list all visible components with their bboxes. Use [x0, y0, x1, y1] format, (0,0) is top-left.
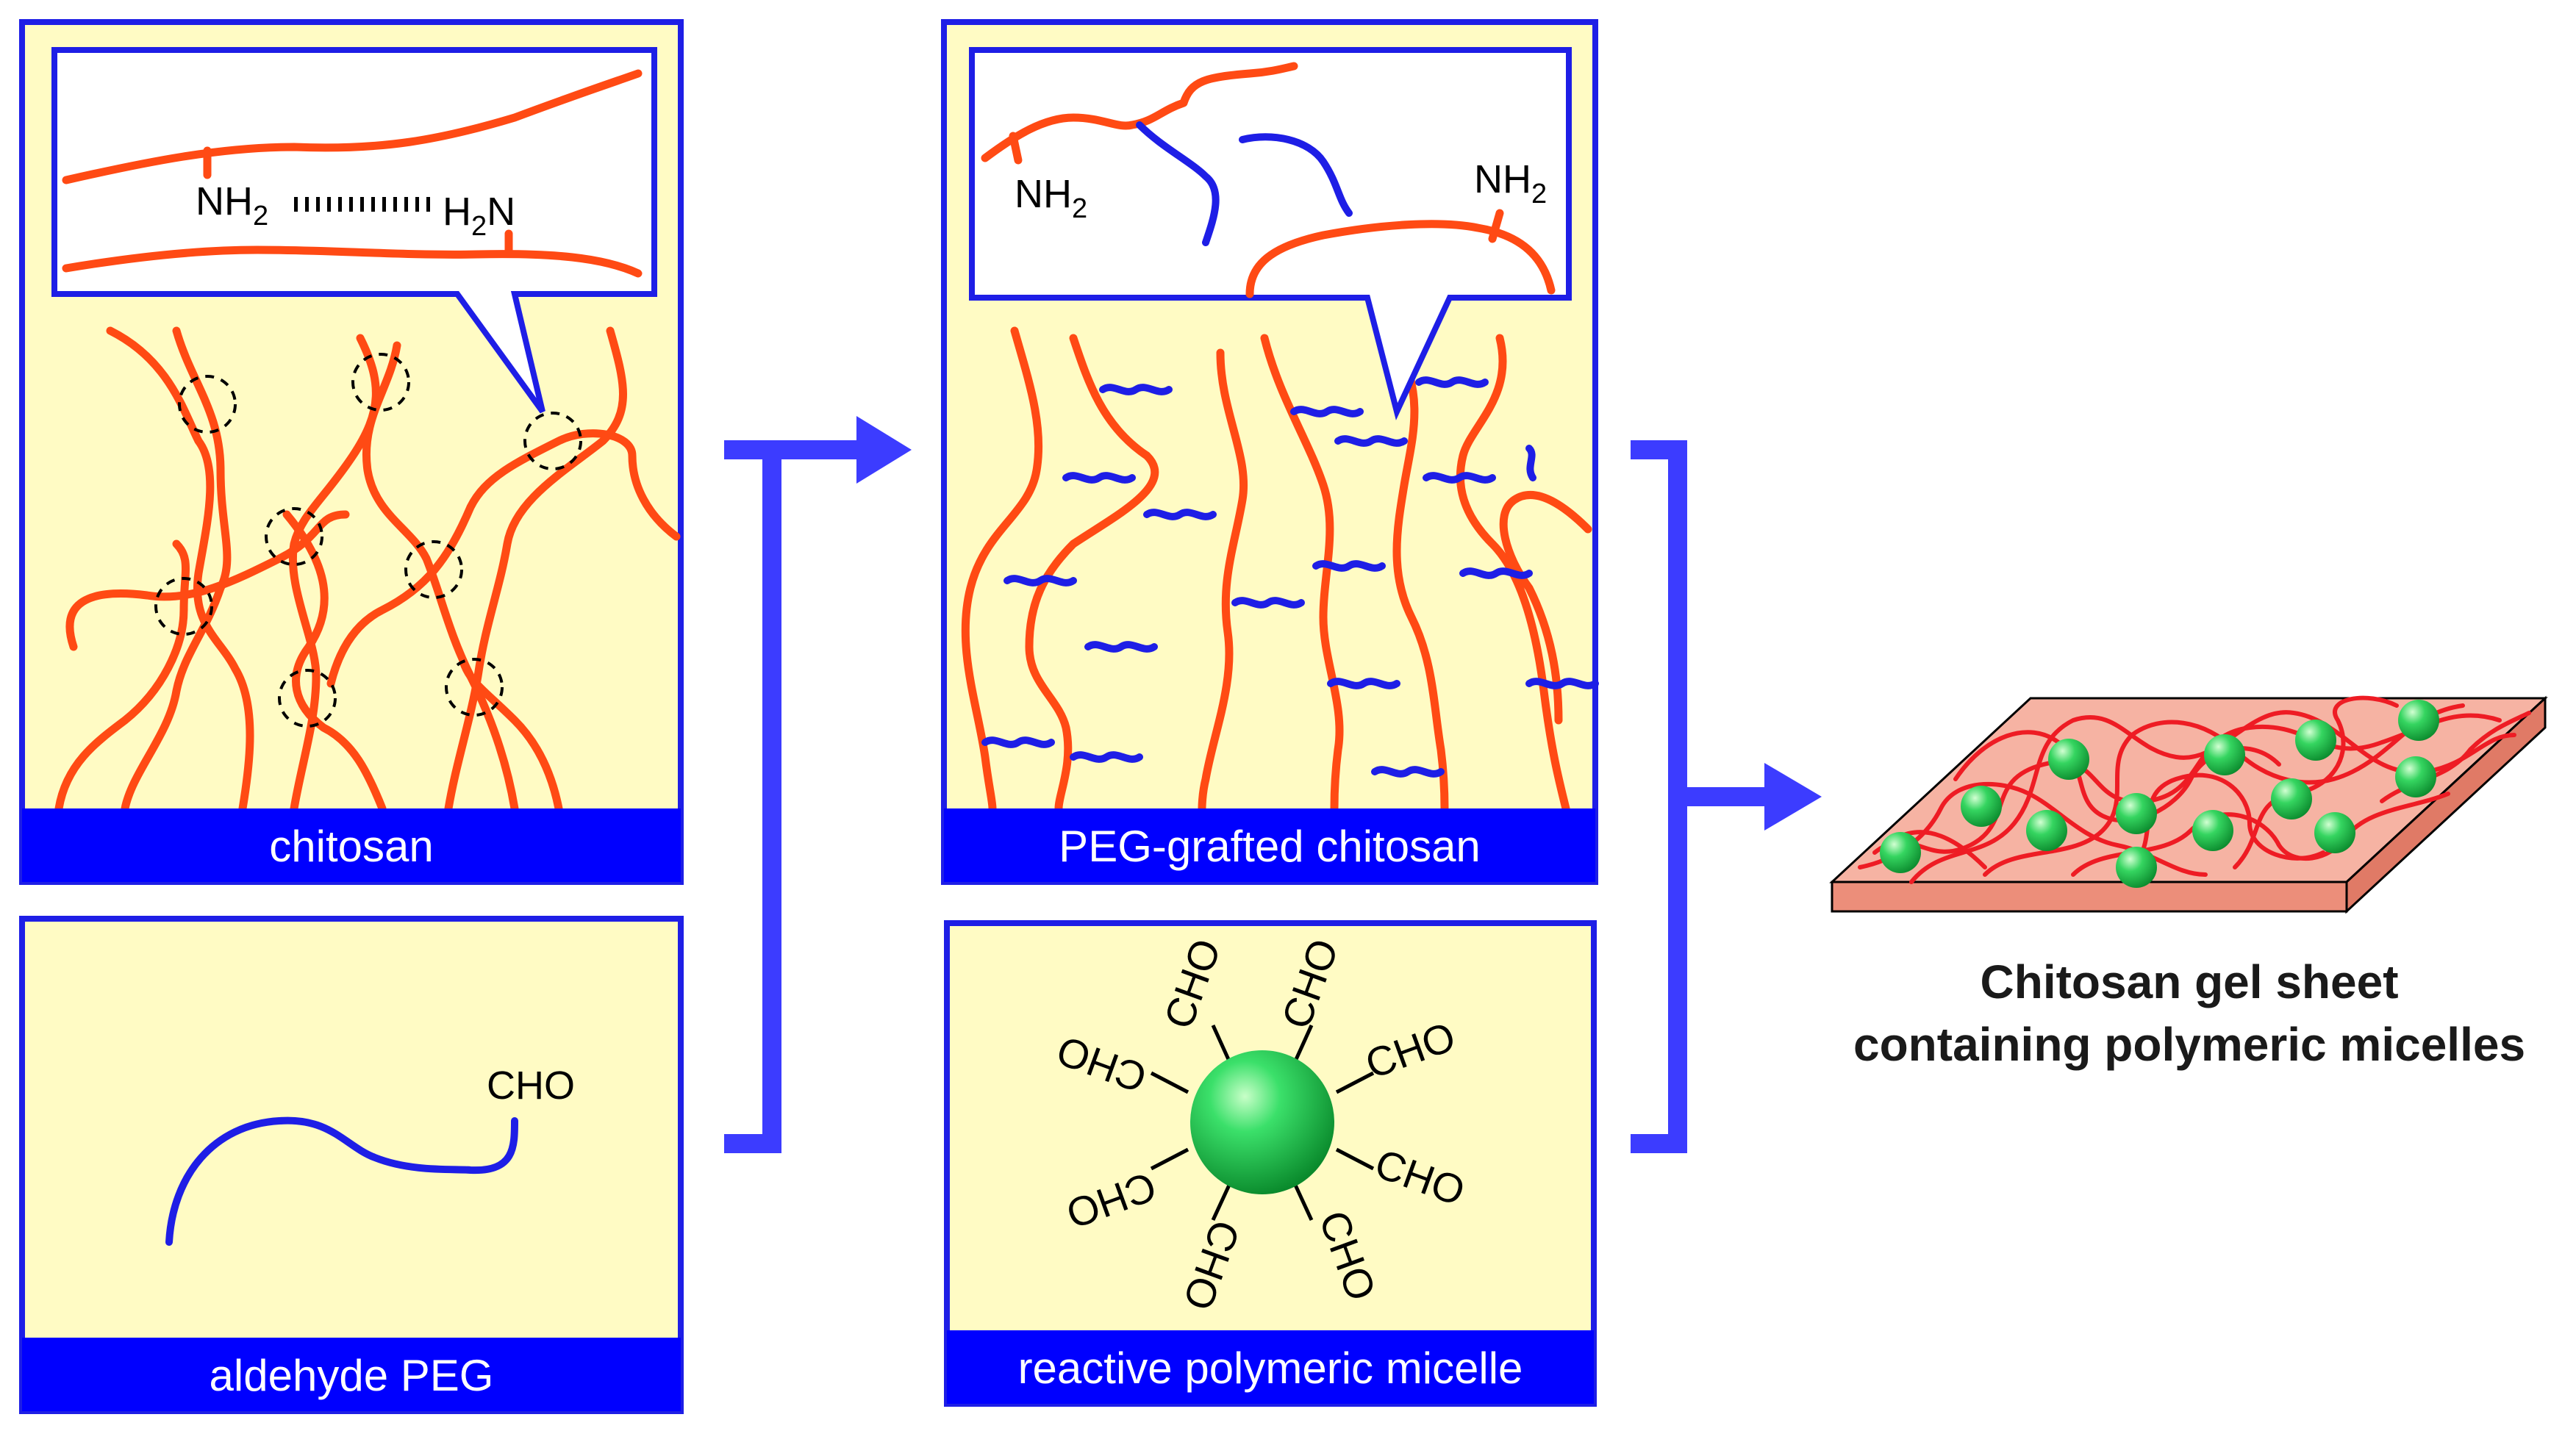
crosslink-circle [154, 577, 213, 636]
aldehyde-peg-panel-frame [19, 916, 684, 1414]
arrow-step1 [724, 416, 912, 1153]
micelle-bead [1961, 786, 2002, 827]
micelle-bead [2395, 756, 2436, 797]
peg-grafted-label: PEG-grafted chitosan [1059, 822, 1481, 871]
peg-grafted-label-bar [944, 808, 1595, 882]
micelle-bead [2026, 810, 2067, 851]
amine-label-right: H2N [443, 190, 515, 242]
chitosan-network [54, 326, 681, 813]
micelle-bead [2314, 812, 2355, 853]
gel-sheet-product: Chitosan gel sheet containing polymeric … [1829, 695, 2548, 1071]
micelle-core [1190, 1050, 1334, 1194]
chitosan-label-bar [22, 808, 681, 882]
crosslink-circle [265, 507, 323, 566]
peg-grafted-callout [969, 47, 1572, 420]
amine-label-grafted-1: NH2 [1015, 172, 1087, 224]
crosslink-circle [404, 540, 463, 599]
bracket-step1 [724, 440, 781, 1153]
micelle-bead [2271, 778, 2312, 819]
peg-chain [165, 1116, 518, 1246]
bracket-step2 [1631, 440, 1687, 1153]
crosslink-circle [178, 375, 237, 434]
amine-label-left: NH2 [196, 179, 268, 232]
embedded-micelles [1880, 700, 2439, 888]
chitosan-callout [51, 47, 657, 414]
amine-label-grafted-2: NH2 [1474, 157, 1547, 209]
micelle-label: reactive polymeric micelle [1018, 1344, 1523, 1393]
micelle-bead [2116, 793, 2157, 834]
arrow-step2 [1631, 440, 1822, 1153]
grafted-network [961, 326, 1592, 813]
micelle-panel: CHO CHO CHO CHO CHO CHO CHO CHO reactive… [944, 920, 1597, 1407]
aldehyde-peg-label-bar [22, 1338, 681, 1411]
micelle-label-bar [947, 1330, 1594, 1404]
micelle-bead [2398, 700, 2439, 741]
grafted-peg-chains [981, 376, 1599, 778]
product-title-line2: containing polymeric micelles [1853, 1018, 2525, 1071]
micelle-bead [2204, 734, 2245, 775]
crosslink-circle [278, 669, 337, 728]
micelle-bead [2116, 847, 2157, 888]
aldehyde-end-group: CHO [487, 1064, 575, 1108]
aldehyde-peg-label: aldehyde PEG [210, 1351, 494, 1400]
arrow-head-step2 [1764, 763, 1822, 831]
micelle-bead [1880, 832, 1921, 873]
micelle-bead [2192, 810, 2233, 851]
micelle-spokes [1150, 1024, 1375, 1222]
chitosan-label: chitosan [269, 822, 433, 871]
crosslink-circle [523, 412, 582, 470]
crosslink-circle [445, 658, 504, 717]
crosslink-circle [351, 353, 410, 412]
gel-sheet-side [2345, 695, 2547, 914]
arrow-head-step1 [856, 416, 912, 484]
peg-grafted-callout-content: NH2 NH2 [981, 62, 1556, 298]
product-title-line1: Chitosan gel sheet [1981, 955, 2399, 1008]
aldehyde-peg-panel: CHO aldehyde PEG [19, 916, 684, 1414]
micelle-bead [2295, 720, 2336, 761]
peg-grafted-panel: NH2 NH2 PEG-grafted chitosan [941, 19, 1599, 885]
chitosan-panel: NH2 H2N chitosan [19, 19, 684, 885]
crosslink-markers [154, 353, 582, 728]
gel-sheet-front [1831, 881, 2348, 913]
chitosan-callout-content: NH2 H2N [62, 69, 643, 278]
micelle-bead [2048, 739, 2089, 780]
